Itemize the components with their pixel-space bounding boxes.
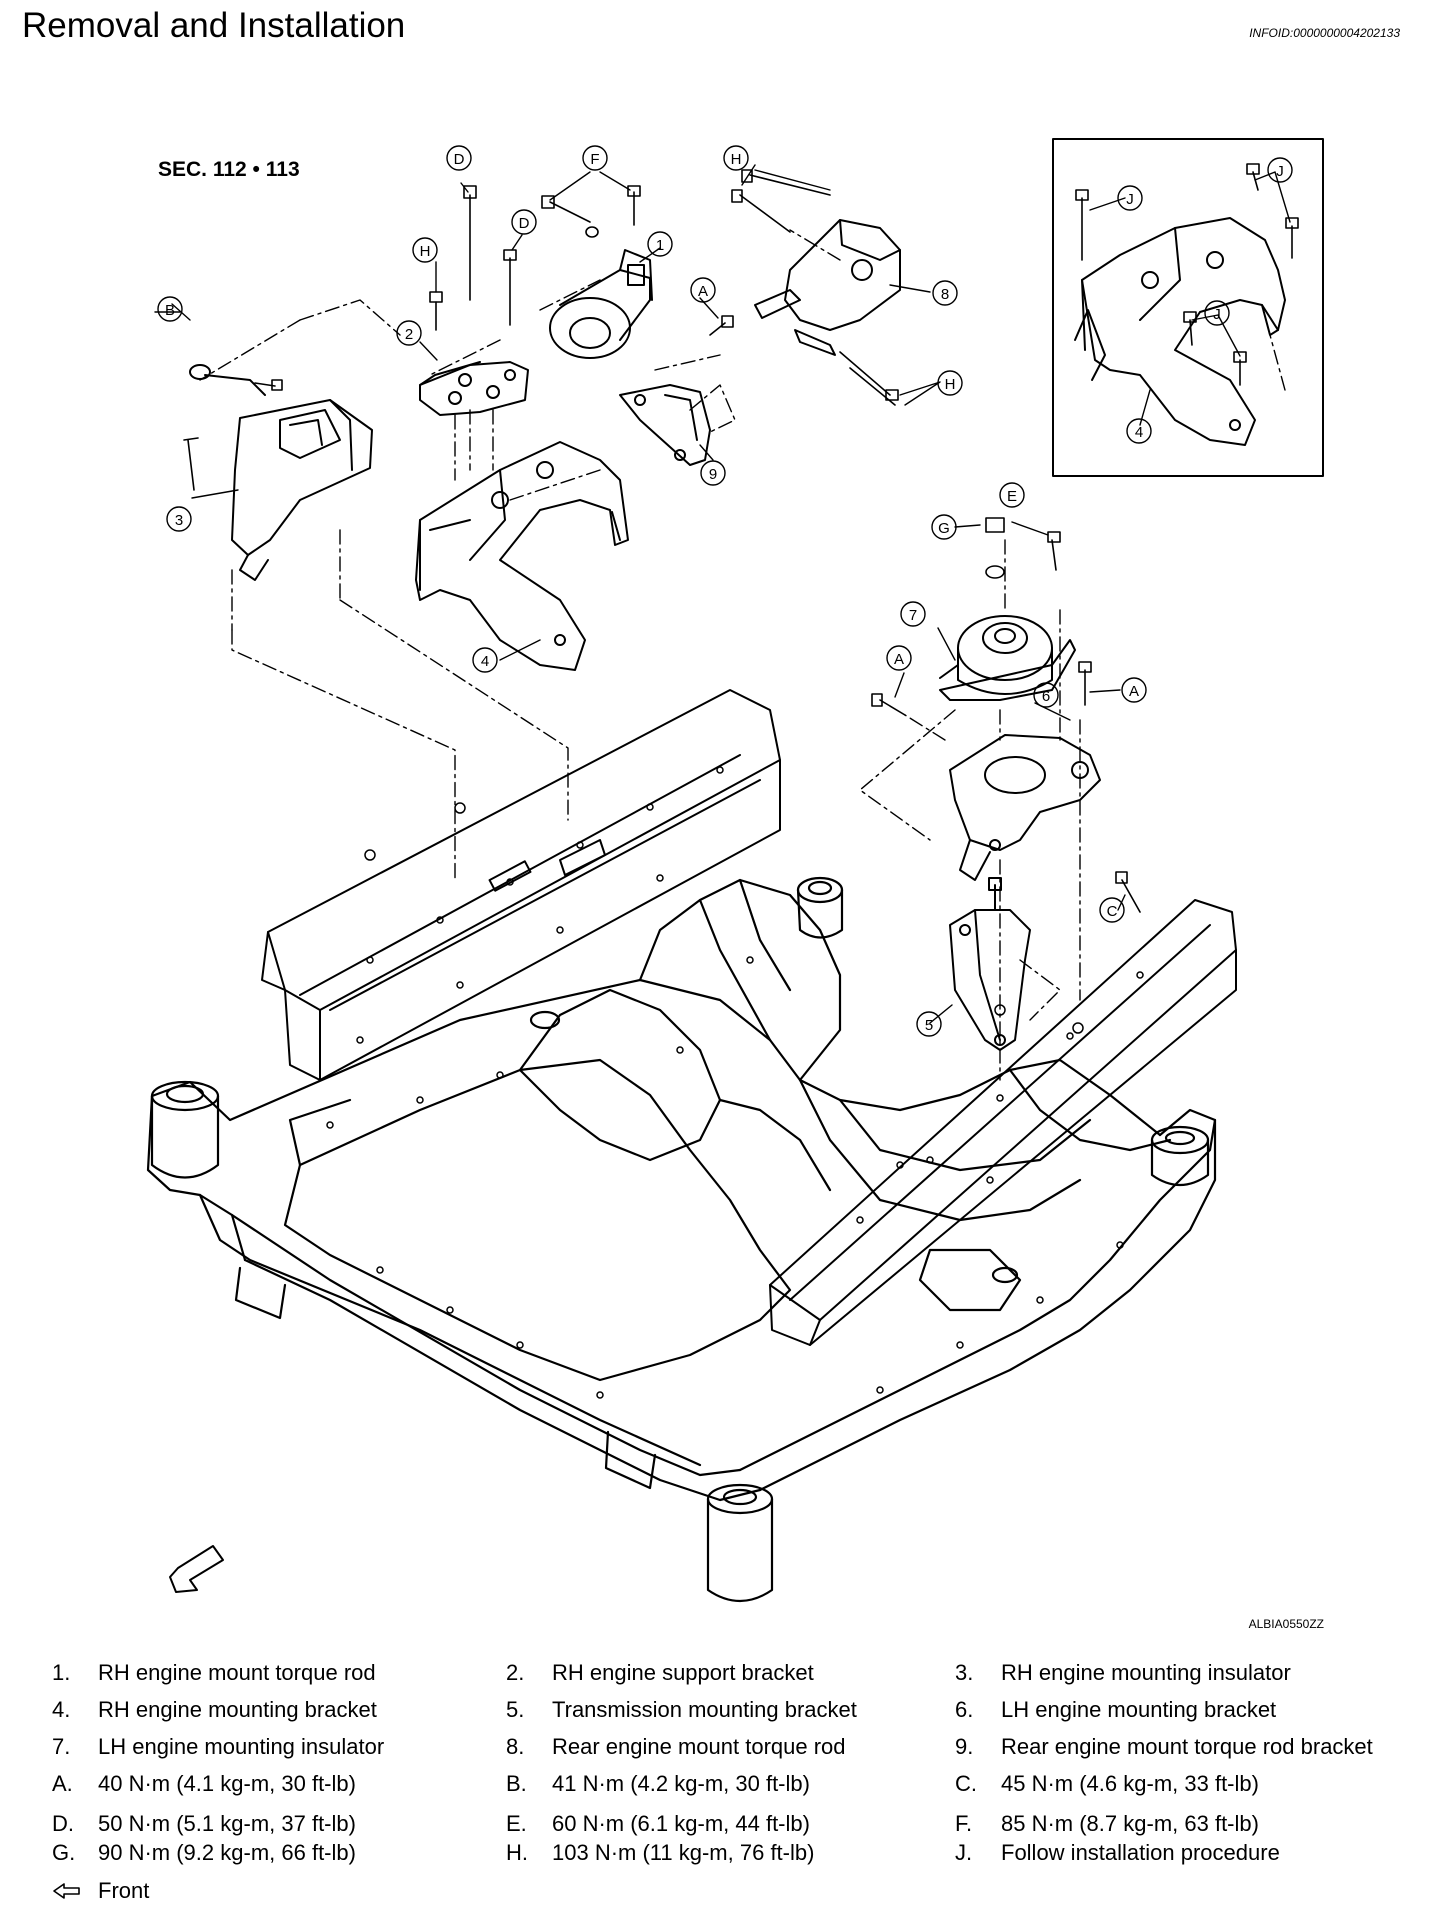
callout-2: 2 — [396, 320, 422, 346]
section-label: SEC. 112 • 113 — [158, 158, 300, 181]
callout-8: 8 — [932, 280, 958, 306]
part-rh-torque-rod — [549, 249, 653, 359]
inset-frame — [1052, 138, 1324, 477]
alignment-lines — [199, 229, 1286, 1081]
part-rear-torque-rod — [754, 219, 901, 356]
callout-f: F — [582, 145, 608, 171]
callout-a-2: A — [886, 645, 912, 671]
callout-d-2: D — [511, 209, 537, 235]
part-lh-mounting-insulator — [939, 615, 1076, 701]
page-title: Removal and Installation — [22, 6, 406, 45]
figure-id: ALBIA0550ZZ — [1249, 1617, 1324, 1631]
inset-rh-mounting-bracket — [1074, 217, 1286, 446]
svg-text:3: 3 — [175, 512, 183, 529]
svg-text:A: A — [698, 283, 708, 300]
svg-text:8: 8 — [941, 286, 949, 303]
callout-j-1: J — [1117, 185, 1143, 211]
callouts: 1 2 3 4 4 5 6 7 8 9 A A A B C D D E F G … — [157, 145, 1293, 1037]
svg-text:2: 2 — [405, 326, 413, 343]
svg-text:J: J — [1276, 163, 1284, 180]
callout-1: 1 — [647, 231, 673, 257]
callout-4-main: 4 — [472, 647, 498, 673]
svg-text:H: H — [945, 376, 956, 393]
lh-side-member — [769, 899, 1237, 1346]
svg-text:A: A — [894, 651, 904, 668]
svg-text:7: 7 — [909, 607, 917, 624]
svg-text:5: 5 — [925, 1017, 933, 1034]
svg-text:C: C — [1107, 903, 1118, 920]
svg-text:4: 4 — [1135, 424, 1143, 441]
callout-a-3: A — [1121, 677, 1147, 703]
front-arrow-icon — [169, 1545, 224, 1593]
callout-j-3: J — [1204, 300, 1230, 326]
callout-j-2: J — [1267, 157, 1293, 183]
svg-text:F: F — [590, 151, 599, 168]
svg-text:J: J — [1213, 306, 1221, 323]
bolts — [183, 163, 1299, 913]
svg-text:9: 9 — [709, 466, 717, 483]
rh-side-member — [261, 689, 781, 1081]
svg-text:1: 1 — [656, 237, 664, 254]
callout-d-1: D — [446, 145, 472, 171]
svg-text:D: D — [454, 151, 465, 168]
svg-text:H: H — [731, 151, 742, 168]
front-suspension-member — [146, 876, 1217, 1602]
callout-h-2: H — [723, 145, 749, 171]
callout-7: 7 — [900, 601, 926, 627]
svg-text:J: J — [1126, 191, 1134, 208]
info-id: INFOID:0000000004202133 — [1249, 26, 1400, 40]
part-lh-mounting-bracket — [949, 734, 1101, 881]
callout-3: 3 — [166, 506, 192, 532]
svg-text:D: D — [519, 215, 530, 232]
svg-text:G: G — [938, 520, 950, 537]
svg-text:E: E — [1007, 488, 1017, 505]
part-transmission-mounting-bracket — [949, 877, 1031, 1051]
svg-text:H: H — [420, 243, 431, 260]
svg-text:6: 6 — [1042, 688, 1050, 705]
callout-leaders — [154, 164, 1291, 1024]
callout-5: 5 — [916, 1011, 942, 1037]
callout-9: 9 — [700, 460, 726, 486]
callout-g: G — [931, 514, 957, 540]
svg-text:B: B — [165, 302, 175, 319]
svg-text:A: A — [1129, 683, 1139, 700]
callout-b: B — [157, 296, 183, 322]
callout-h-1: H — [412, 237, 438, 263]
part-rh-support-bracket — [419, 361, 529, 416]
callout-h-3: H — [937, 370, 963, 396]
callout-6: 6 — [1033, 682, 1059, 708]
svg-text:4: 4 — [481, 653, 489, 670]
callout-c: C — [1099, 897, 1125, 923]
callout-e: E — [999, 482, 1025, 508]
callout-a-1: A — [690, 277, 716, 303]
part-rear-torque-rod-bracket — [619, 384, 711, 466]
part-rh-mounting-insulator — [189, 364, 373, 581]
part-rh-mounting-bracket — [415, 441, 629, 671]
callout-4-inset: 4 — [1126, 418, 1152, 444]
